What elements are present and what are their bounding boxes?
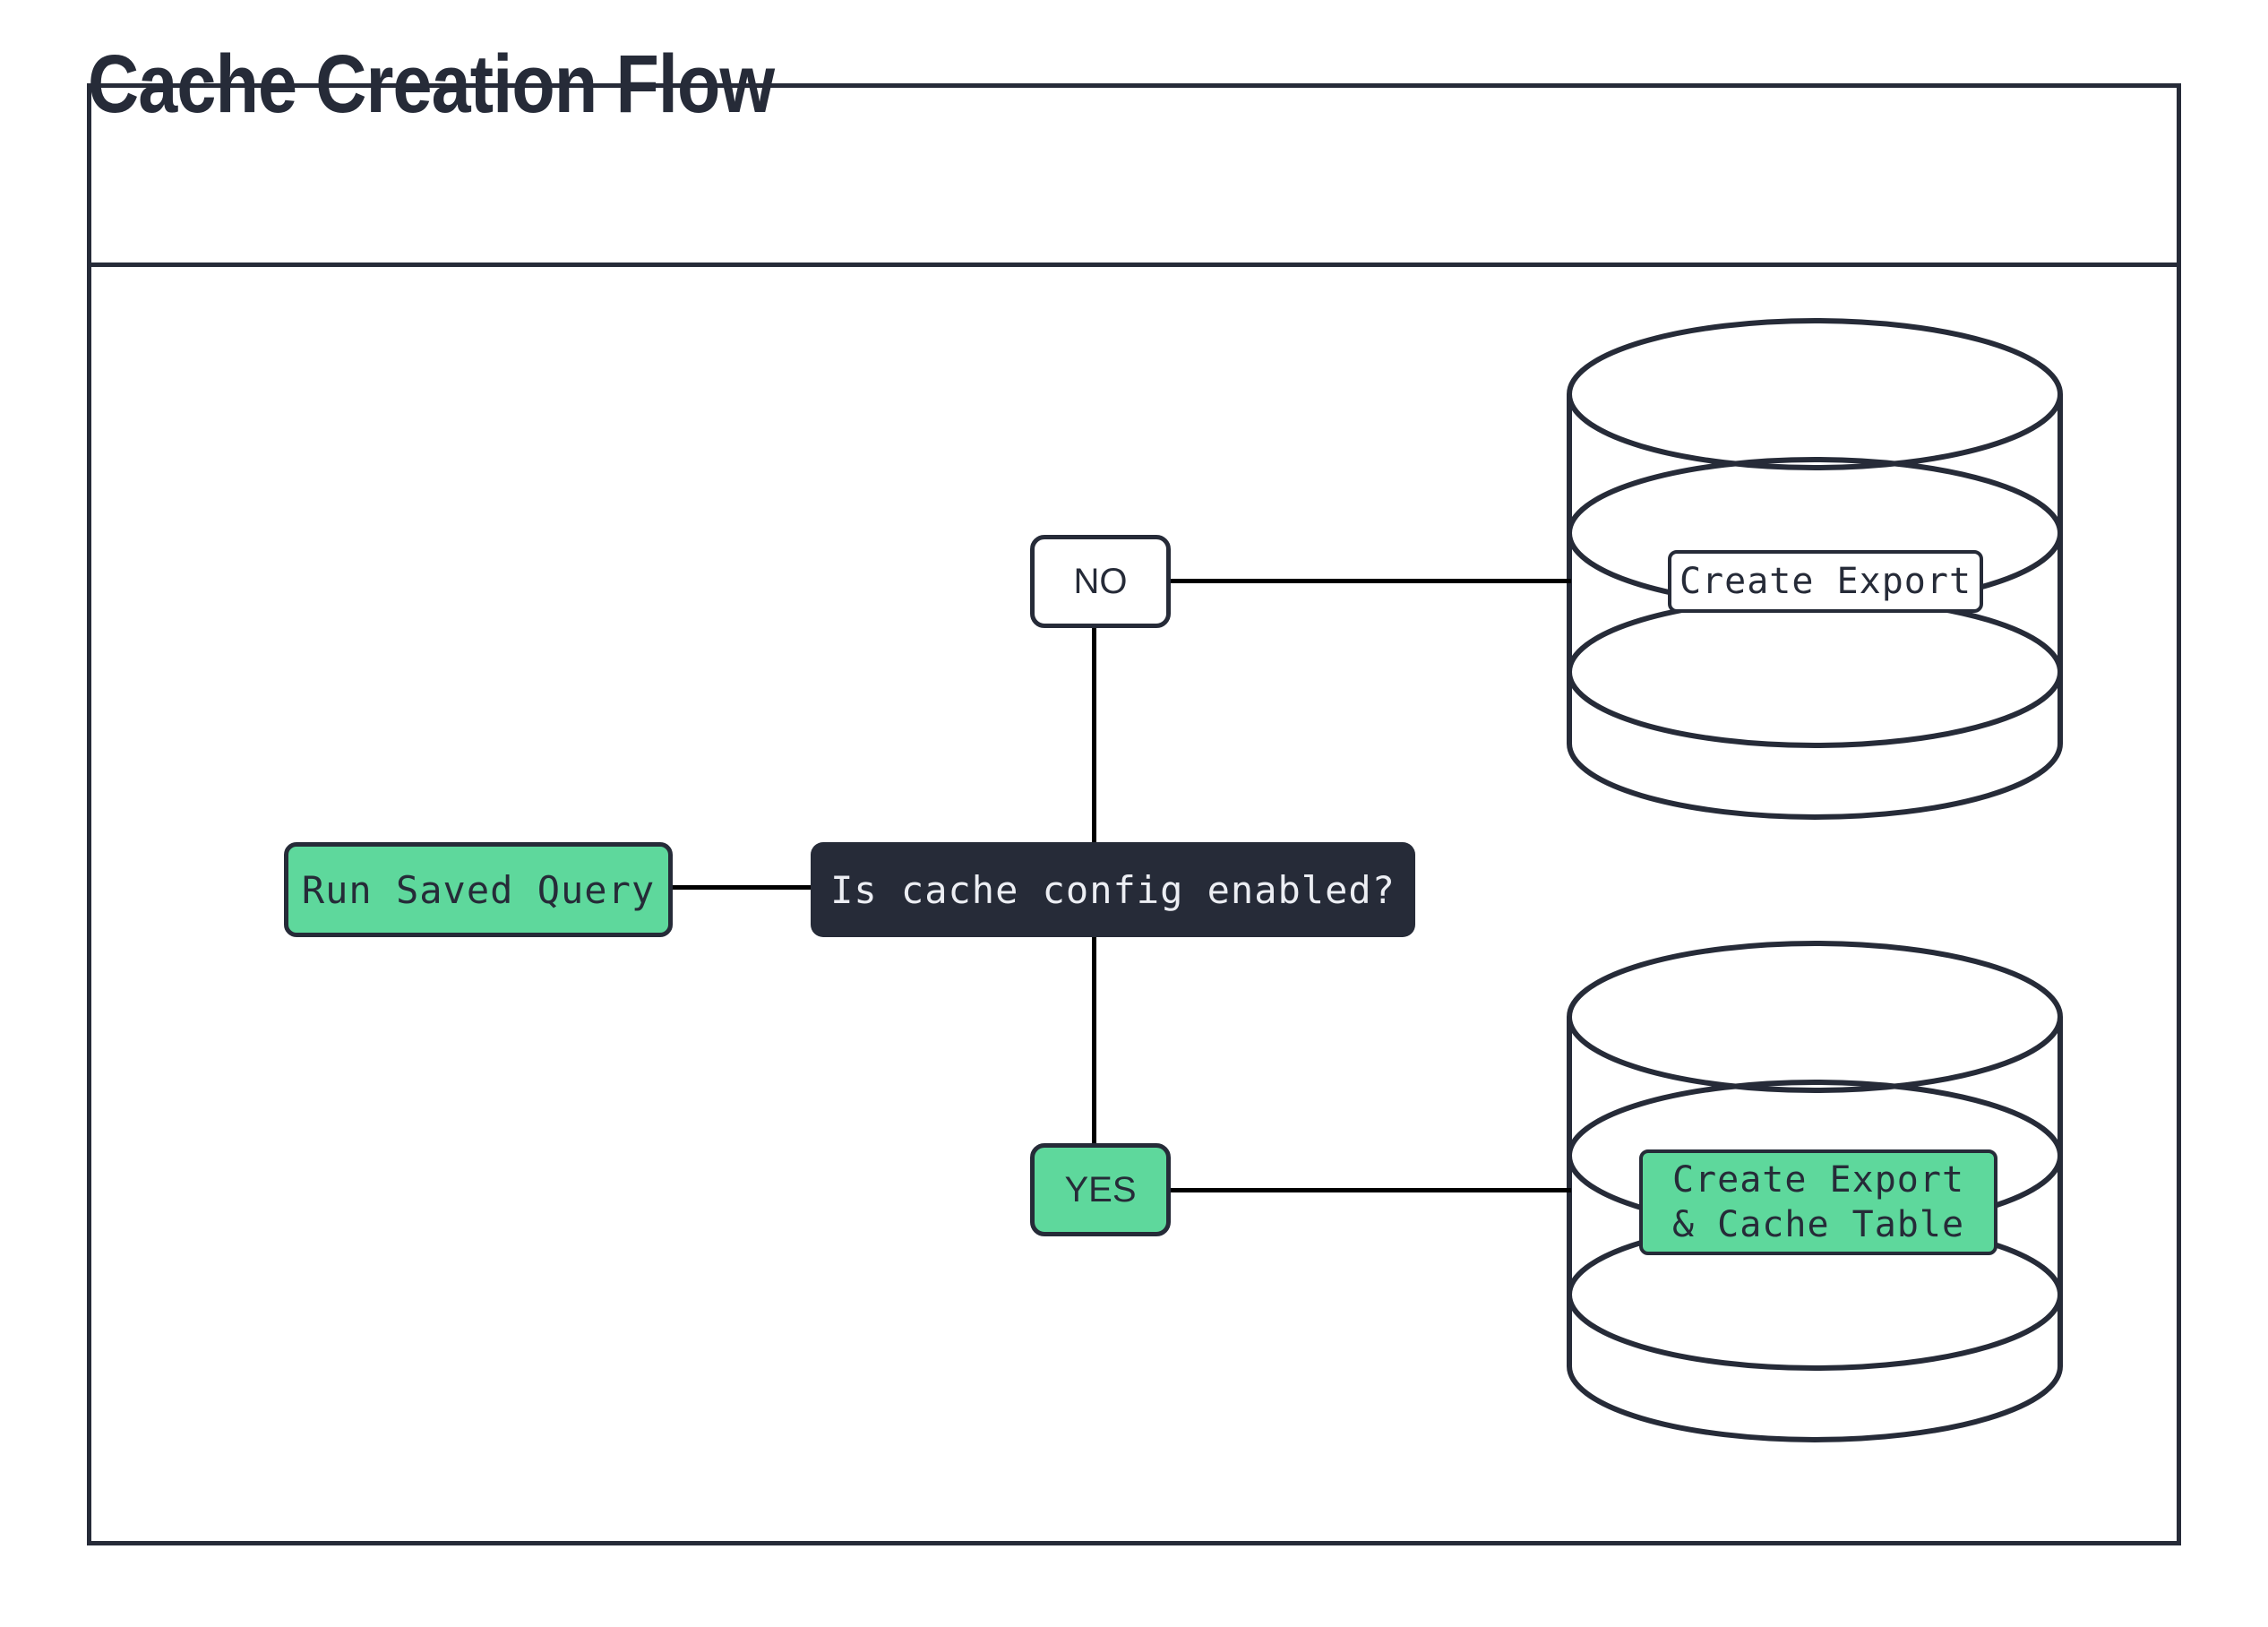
edge-no-to-create-export xyxy=(1169,579,1571,583)
edge-yes-to-create-export-cache xyxy=(1169,1188,1571,1192)
edge-decision-to-yes xyxy=(1092,934,1096,1146)
node-branch-no[interactable]: NO xyxy=(1030,535,1171,628)
node-branch-yes[interactable]: YES xyxy=(1030,1143,1171,1236)
node-is-cache-config-enabled[interactable]: Is cache config enabled? xyxy=(811,842,1415,937)
diagram-header xyxy=(91,88,2177,267)
node-create-export[interactable]: Create Export xyxy=(1668,550,1983,613)
page-title: Cache Creation Flow xyxy=(88,39,775,130)
edge-start-to-decision xyxy=(672,885,812,890)
edge-decision-to-no xyxy=(1092,627,1096,845)
node-run-saved-query[interactable]: Run Saved Query xyxy=(284,842,673,937)
node-create-export-and-cache-table[interactable]: Create Export & Cache Table xyxy=(1639,1149,1997,1255)
diagram-frame xyxy=(87,83,2181,1545)
